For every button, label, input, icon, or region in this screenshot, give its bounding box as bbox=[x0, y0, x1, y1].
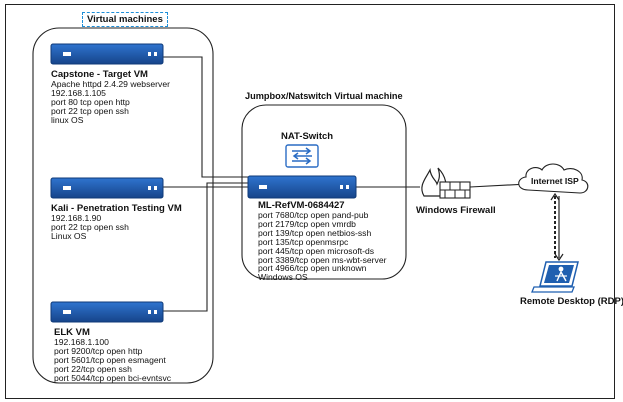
ml-port-line: port 445/tcp open microsoft-ds bbox=[258, 245, 375, 256]
ml-server-icon bbox=[247, 175, 357, 199]
kali-info-line: Linux OS bbox=[51, 230, 87, 241]
ml-port-line: Windows OS bbox=[258, 272, 308, 283]
capstone-info-line: Apache httpd 2.4.29 webserver bbox=[51, 79, 170, 89]
remote-desktop-label: Remote Desktop (RDP) bbox=[520, 296, 623, 307]
virtual-machines-group-label: Virtual machines bbox=[82, 12, 168, 27]
ml-port-line: port 3389/tcp open ms-wbt-server bbox=[258, 254, 387, 265]
internet-isp-label: Internet ISP bbox=[531, 176, 579, 186]
jumpbox-group-boundary bbox=[241, 104, 407, 280]
ml-port-line: port 2179/tcp open vmrdb bbox=[258, 218, 356, 229]
arrow-down-icon bbox=[554, 253, 564, 262]
kali-info-line: port 22 tcp open ssh bbox=[51, 221, 129, 232]
elk-server-icon bbox=[50, 301, 164, 323]
ml-port-line: port 4966/tcp open unknown bbox=[258, 263, 367, 274]
jumpbox-group-label: Jumpbox/Natswitch Virtual machine bbox=[245, 91, 403, 101]
ml-port-line: port 7680/tcp open pand-pub bbox=[258, 210, 369, 220]
elk-info-line: port 5044/tcp open bci-evntsvc bbox=[54, 372, 172, 383]
capstone-info-line: 192.168.1.105 bbox=[51, 87, 106, 98]
elk-info-line: port 22/tcp open ssh bbox=[54, 363, 132, 374]
remote-desktop-icon bbox=[531, 261, 579, 293]
firewall-icon bbox=[421, 167, 471, 199]
ml-refvm-name: ML-RefVM-0684427 bbox=[258, 200, 345, 211]
capstone-info-line: port 22 tcp open ssh bbox=[51, 105, 129, 116]
virtual-machines-group-boundary bbox=[32, 27, 214, 384]
kali-vm-name: Kali - Penetration Testing VM bbox=[51, 203, 182, 214]
windows-firewall-label: Windows Firewall bbox=[416, 205, 496, 216]
ml-refvm-label: ML-RefVM-0684427 port 7680/tcp open pand… bbox=[258, 200, 387, 282]
switch-icon bbox=[285, 144, 319, 168]
nat-switch-label: NAT-Switch bbox=[281, 131, 334, 142]
kali-info-line: 192.168.1.90 bbox=[51, 213, 102, 223]
cloud-icon bbox=[518, 163, 589, 194]
capstone-to-ml-connector bbox=[162, 56, 248, 178]
capstone-server-icon bbox=[50, 43, 164, 65]
elk-info-line: 192.168.1.100 bbox=[54, 337, 109, 347]
arrow-up-icon bbox=[550, 192, 560, 201]
capstone-info-line: port 80 tcp open http bbox=[51, 96, 130, 107]
elk-vm-name: ELK VM bbox=[54, 327, 90, 338]
diagram-frame bbox=[5, 4, 615, 399]
ml-port-line: port 135/tcp openmsrpc bbox=[258, 236, 349, 247]
kali-server-icon bbox=[50, 177, 164, 199]
capstone-info-line: linux OS bbox=[51, 114, 84, 125]
capstone-vm-name: Capstone - Target VM bbox=[51, 69, 148, 80]
ml-port-line: port 139/tcp open netbios-ssh bbox=[258, 227, 372, 238]
kali-vm-label: Kali - Penetration Testing VM 192.168.1.… bbox=[51, 203, 182, 241]
elk-to-ml-connector bbox=[162, 182, 248, 312]
elk-vm-label: ELK VM 192.168.1.100 port 9200/tcp open … bbox=[54, 327, 171, 383]
elk-info-line: port 5601/tcp open esmagent bbox=[54, 354, 166, 365]
capstone-vm-label: Capstone - Target VM Apache httpd 2.4.29… bbox=[51, 69, 170, 125]
elk-info-line: port 9200/tcp open http bbox=[54, 345, 143, 356]
